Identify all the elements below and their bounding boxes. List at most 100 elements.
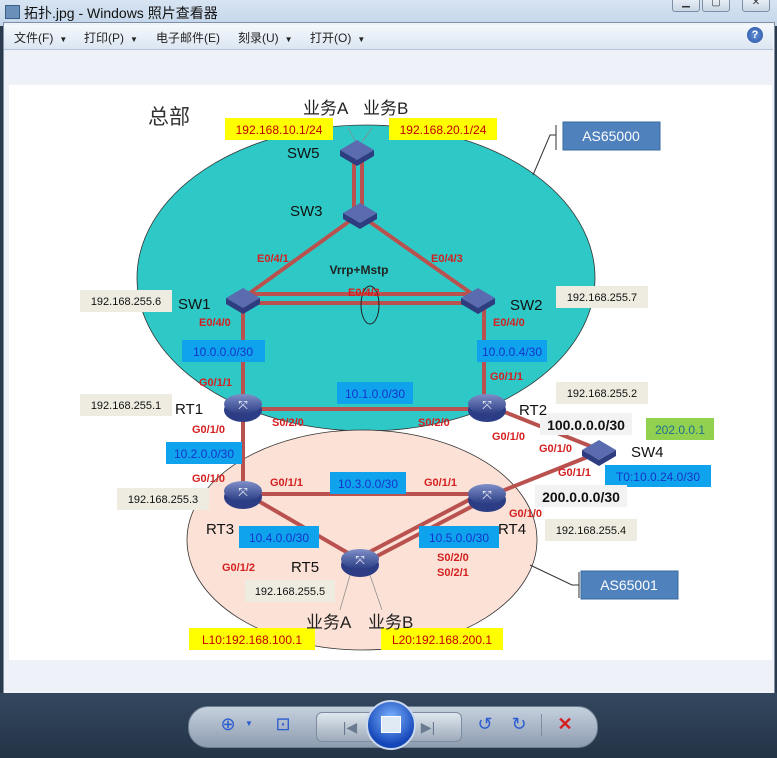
service-line [347, 127, 357, 143]
port-label: S0/2/0 [272, 417, 304, 429]
port-label: E0/4/0 [199, 317, 231, 329]
as-label: AS65001 [600, 577, 658, 593]
menu-label: 打开(O) [310, 31, 352, 45]
service-a-label: 业务A [306, 613, 352, 632]
menu-open[interactable]: 打开(O)▼ [310, 29, 365, 46]
node-label: SW3 [290, 203, 323, 220]
rotate-right-icon[interactable]: ↻ [511, 714, 527, 734]
subnet-label: 10.5.0.0/30 [429, 531, 489, 545]
minimize-button[interactable]: ▁ [672, 0, 700, 12]
switch-icon[interactable] [343, 203, 377, 229]
close-button[interactable]: ✕ [742, 0, 770, 12]
loopback-label: 192.168.255.7 [567, 292, 637, 304]
port-label: E0/4/0 [493, 317, 525, 329]
router-icon[interactable]: ⤧ [468, 394, 506, 422]
tunnel-label: T0:10.0.24.0/30 [616, 470, 700, 484]
service-line [369, 574, 383, 611]
title-bar: 拓扑.jpg - Windows 照片查看器 ▁ ▢ ✕ [0, 0, 777, 26]
maximize-button[interactable]: ▢ [702, 0, 730, 12]
loopback-label: 192.168.255.1 [91, 400, 161, 412]
subnet-label: 10.4.0.0/30 [249, 531, 309, 545]
switch-icon[interactable] [340, 140, 374, 166]
node-label: SW1 [178, 296, 211, 313]
switch-icon[interactable] [582, 440, 616, 466]
port-label: G0/1/0 [492, 431, 525, 443]
subnet-label: 10.3.0.0/30 [338, 477, 398, 491]
loopback-label: 192.168.255.6 [91, 296, 161, 308]
node-label: SW4 [631, 444, 664, 461]
switch-icon[interactable] [461, 288, 495, 314]
ip-label: 192.168.20.1/24 [400, 123, 487, 137]
port-label: E0/4/1 [257, 253, 289, 265]
port-label: G0/1/1 [270, 477, 303, 489]
port-label: S0/2/0 [418, 417, 450, 429]
service-b-label: 业务B [368, 613, 413, 632]
port-label: G0/1/0 [192, 424, 225, 436]
as-pointer [529, 564, 579, 586]
menu-print[interactable]: 打印(P) ▼ [84, 29, 138, 46]
router-icon[interactable]: ⤧ [341, 549, 379, 577]
service-line [339, 574, 351, 611]
loopback-label: 192.168.255.2 [567, 388, 637, 400]
service-b-label: 业务B [363, 99, 408, 118]
subnet-label: 10.2.0.0/30 [174, 447, 234, 461]
menu-label: 打印(P) [84, 31, 124, 45]
ip-label: 192.168.10.1/24 [236, 123, 323, 137]
menu-file[interactable]: 文件(F)▼ [14, 29, 67, 46]
menu-burn[interactable]: 刻录(U) ▼ [238, 29, 293, 46]
actual-size-icon[interactable]: ⊡ [275, 714, 291, 734]
menu-label: 电子邮件(E) [156, 31, 220, 45]
subnet-label: 10.1.0.0/30 [345, 387, 405, 401]
isp-label: 202.0.0.1 [655, 423, 705, 437]
node-label: RT3 [206, 521, 234, 538]
separator [541, 714, 542, 736]
menu-bar: 文件(F)▼ 打印(P) ▼ 电子邮件(E) 刻录(U) ▼ 打开(O)▼ ? [4, 25, 773, 50]
slideshow-button[interactable] [366, 700, 416, 750]
port-label: S0/2/0 [437, 552, 469, 564]
delete-icon[interactable]: ✕ [557, 714, 573, 734]
menu-label: 文件(F) [14, 31, 54, 45]
app-icon [5, 5, 20, 19]
subnet-label: 10.0.0.0/30 [193, 345, 253, 359]
router-icon[interactable]: ⤧ [224, 481, 262, 509]
subnet-label: 200.0.0.0/30 [542, 489, 620, 505]
help-icon[interactable]: ? [747, 27, 763, 43]
rotate-left-icon[interactable]: ↺ [477, 714, 493, 734]
node-label: RT2 [519, 402, 547, 419]
chevron-down-icon[interactable]: ▼ [245, 719, 253, 728]
picture-icon [381, 716, 401, 733]
menu-label: 刻录(U) [238, 31, 279, 45]
link-aggregation-marker [360, 285, 380, 325]
port-label: G0/1/1 [558, 467, 591, 479]
port-label: G0/1/1 [490, 371, 523, 383]
loopback-label: 192.168.255.3 [128, 494, 198, 506]
window-title: 拓扑.jpg - Windows 照片查看器 [24, 5, 218, 21]
port-label: E0/4/2 [348, 287, 380, 299]
svg-text:⤧: ⤧ [355, 553, 365, 567]
router-icon[interactable]: ⤧ [224, 394, 262, 422]
svg-text:⤧: ⤧ [238, 485, 248, 499]
ip-label: L20:192.168.200.1 [392, 633, 492, 647]
node-label: RT5 [291, 559, 319, 576]
port-label: G0/1/1 [199, 377, 232, 389]
port-label: S0/2/1 [437, 567, 469, 579]
loopback-label: 192.168.255.5 [255, 586, 325, 598]
node-label: SW5 [287, 145, 320, 162]
port-label: G0/1/1 [424, 477, 457, 489]
service-line [361, 127, 373, 143]
chevron-down-icon: ▼ [284, 35, 293, 44]
topology-diagram: ⤧ ⤧ ⤧ ⤧ ⤧ 总部 业务A 业务B 192.168.10.1/24 192… [80, 99, 714, 651]
port-label: G0/1/0 [192, 473, 225, 485]
zoom-icon[interactable]: ⊕ [220, 714, 236, 734]
port-label: E0/4/3 [431, 253, 463, 265]
subnet-label: 100.0.0.0/30 [547, 417, 625, 433]
chevron-down-icon: ▼ [130, 35, 138, 44]
switch-icon[interactable] [226, 288, 260, 314]
router-icon[interactable]: ⤧ [468, 484, 506, 512]
hq-label: 总部 [148, 106, 190, 129]
loopback-label: 192.168.255.4 [556, 525, 626, 537]
port-label: G0/1/0 [509, 508, 542, 520]
as-pointer [532, 134, 556, 176]
menu-email[interactable]: 电子邮件(E) [156, 29, 220, 46]
node-label: RT1 [175, 401, 203, 418]
